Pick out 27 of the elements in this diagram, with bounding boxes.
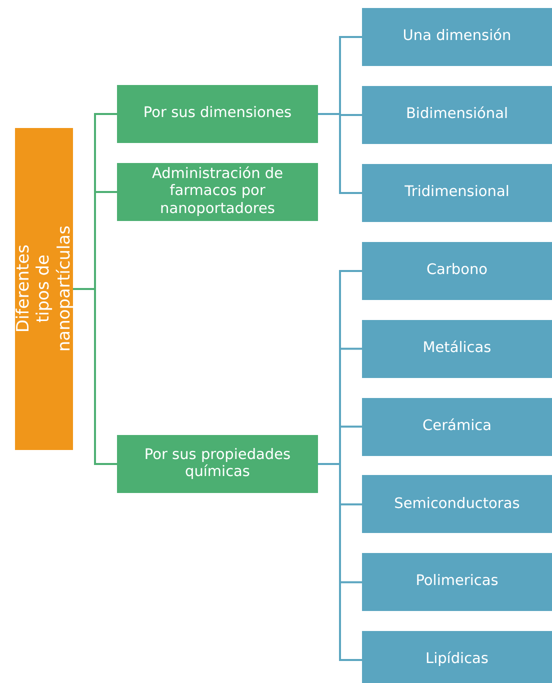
category-box: [117, 85, 318, 143]
type-box: [362, 631, 552, 683]
box-label: Por sus propiedades químicas: [143, 446, 292, 482]
type-box: [362, 164, 552, 222]
type-box: [362, 475, 552, 534]
box-label: Polimericas: [416, 573, 498, 591]
box-label: Tridimensional: [404, 184, 510, 202]
type-box: [362, 553, 552, 612]
box-label: Semiconductoras: [394, 496, 520, 514]
box-label: Metálicas: [422, 340, 492, 358]
box-label: Carbono: [426, 262, 488, 280]
category-box: [117, 163, 318, 221]
box-label: Lipídicas: [426, 651, 488, 669]
category-box: [117, 435, 318, 493]
type-box: [362, 242, 552, 300]
type-box: [362, 86, 552, 144]
type-box: [362, 8, 552, 66]
title-box: [15, 128, 73, 450]
box-label: Bidimensiónal: [406, 106, 508, 124]
connector-line: [73, 288, 117, 465]
box-label: Una dimensión: [402, 28, 512, 46]
box-label: Por sus dimensiones: [143, 105, 292, 123]
box-label: Cerámica: [422, 418, 492, 436]
type-box: [362, 398, 552, 456]
type-box: [362, 320, 552, 378]
box-label: Diferentes tipos de nanopartículas: [13, 226, 75, 352]
box-label: Administración de farmacos por nanoportadores: [150, 166, 284, 218]
